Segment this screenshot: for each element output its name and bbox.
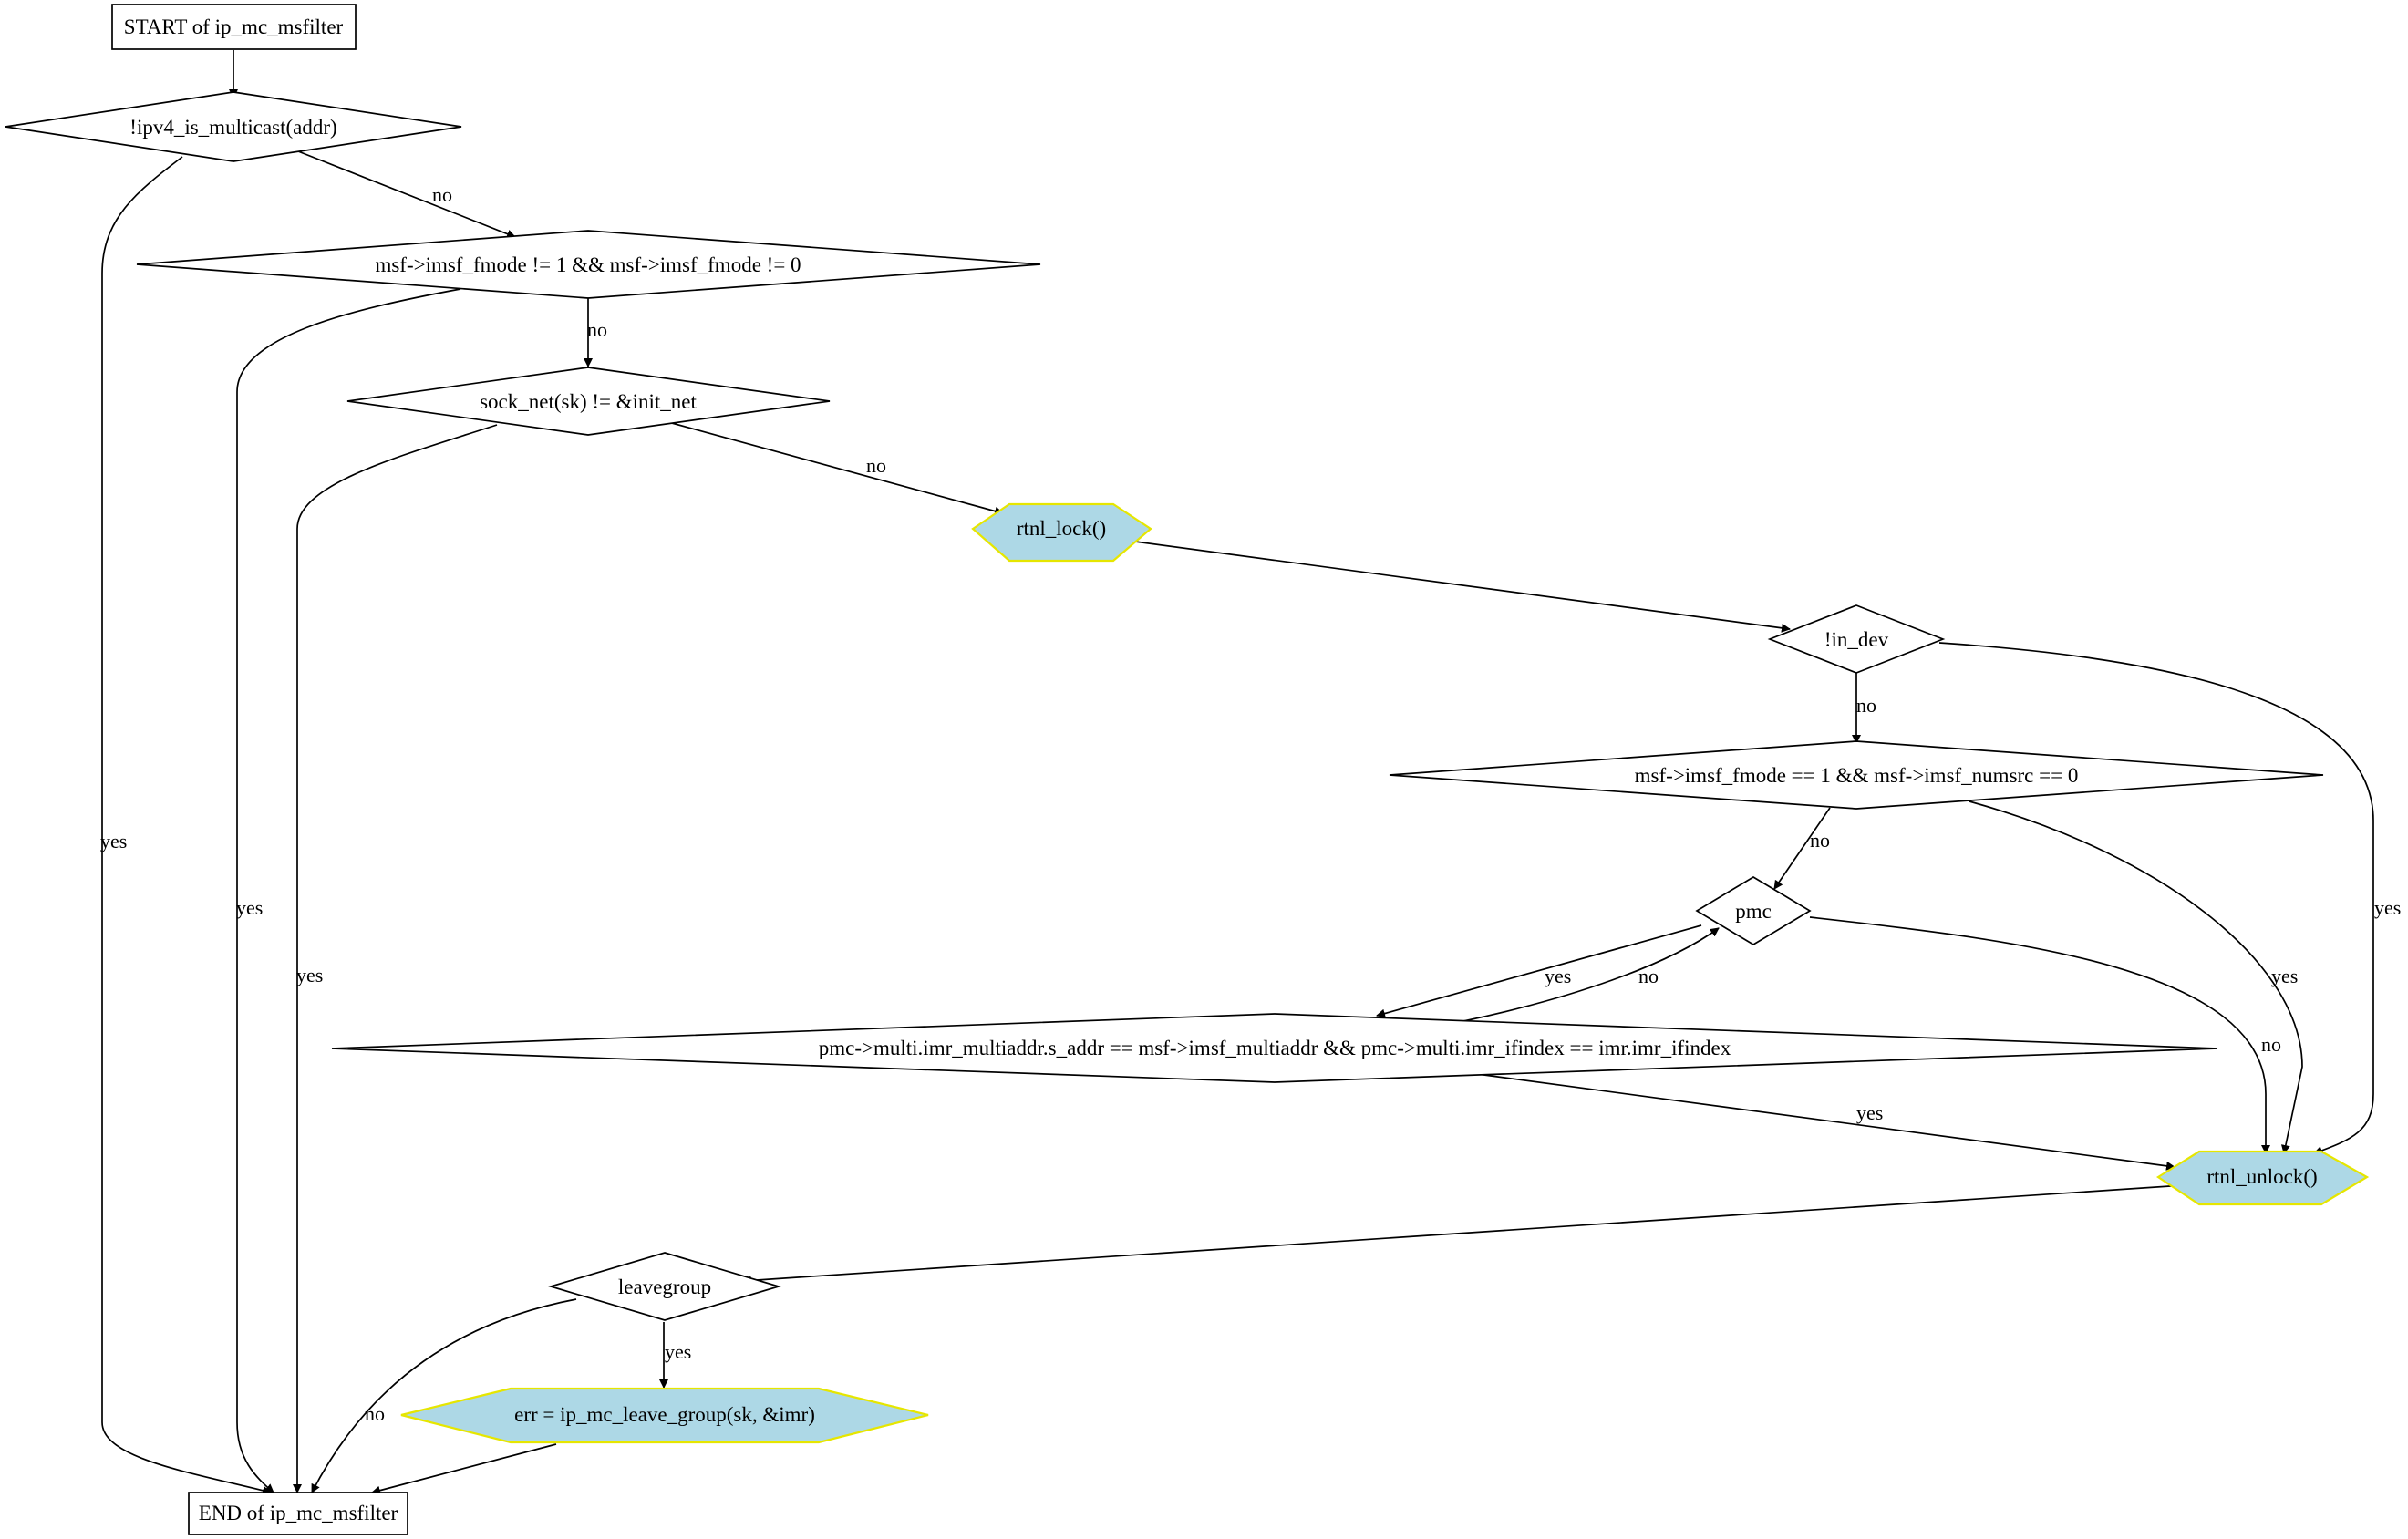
- decision-sock-net-label: sock_net(sk) != &init_net: [480, 390, 697, 413]
- nodes: START of ip_mc_msfilter !ipv4_is_multica…: [5, 4, 2370, 1535]
- end-node-label: END of ip_mc_msfilter: [199, 1502, 398, 1524]
- edge-sock-net-no-to-rtnl-lock: [667, 421, 1004, 516]
- decision-numsrc: msf->imsf_fmode == 1 && msf->imsf_numsrc…: [1389, 740, 2324, 810]
- decision-fmode-label: msf->imsf_fmode != 1 && msf->imsf_fmode …: [375, 253, 801, 276]
- decision-multicast-shape: [5, 91, 462, 162]
- decision-leavegroup-label: leavegroup: [618, 1276, 711, 1298]
- decision-multicast-label: !ipv4_is_multicast(addr): [129, 116, 336, 139]
- edge-multicast-no-to-fmode: [297, 150, 516, 239]
- edge-leavegroup-no-to-end: [311, 1298, 577, 1493]
- action-rtnl-unlock: rtnl_unlock(): [2155, 1150, 2370, 1206]
- decision-multicast: !ipv4_is_multicast(addr): [5, 91, 462, 162]
- decision-numsrc-shape: [1389, 740, 2324, 810]
- edge-sock-net-yes-to-end: [293, 424, 498, 1493]
- decision-multiaddr-shape: [331, 1013, 2218, 1083]
- start-node-box: [111, 4, 357, 50]
- start-node-label: START of ip_mc_msfilter: [124, 15, 344, 38]
- decision-pmc-label: pmc: [1735, 900, 1772, 923]
- decision-multiaddr: pmc->multi.imr_multiaddr.s_addr == msf->…: [331, 1013, 2218, 1083]
- edge-label-pmc-yes: yes: [1545, 965, 1571, 987]
- edge-leave-group-to-end: [371, 1443, 557, 1495]
- edge-label-numsrc-no: no: [1810, 829, 1830, 852]
- decision-sock-net-shape: [346, 367, 831, 436]
- edge-labels: yes no yes no yes no no yes no yes yes n…: [100, 183, 2401, 1425]
- end-node-box: [188, 1492, 408, 1535]
- edge-label-sock-net-yes: yes: [296, 964, 323, 986]
- edge-label-multicast-yes: yes: [100, 830, 127, 852]
- edge-rtnl-lock-to-in-dev: [1134, 541, 1791, 633]
- edge-fmode-yes-to-end: [236, 288, 461, 1493]
- edge-label-multiaddr-yes: yes: [1856, 1101, 1883, 1124]
- decision-pmc-shape: [1695, 876, 1812, 945]
- decision-leavegroup: leavegroup: [548, 1252, 781, 1321]
- edge-label-pmc-no: no: [2261, 1033, 2281, 1056]
- edges: [101, 50, 2374, 1495]
- edge-multicast-yes-to-end: [101, 156, 272, 1495]
- decision-leavegroup-shape: [548, 1252, 781, 1321]
- edge-label-sock-net-no: no: [866, 454, 886, 477]
- edge-pmc-no-to-rtnl-unlock: [1809, 916, 2270, 1154]
- decision-in-dev-shape: [1767, 604, 1946, 674]
- edge-in-dev-yes-to-rtnl-unlock: [1938, 642, 2374, 1155]
- end-node: END of ip_mc_msfilter: [188, 1492, 408, 1535]
- decision-numsrc-label: msf->imsf_fmode == 1 && msf->imsf_numsrc…: [1635, 764, 2079, 787]
- decision-in-dev-label: !in_dev: [1824, 628, 1889, 651]
- action-rtnl-lock: rtnl_lock(): [971, 502, 1152, 563]
- edge-label-in-dev-no: no: [1856, 694, 1876, 717]
- edge-label-leavegroup-no: no: [365, 1402, 385, 1425]
- decision-sock-net: sock_net(sk) != &init_net: [346, 367, 831, 436]
- edge-label-fmode-no: no: [587, 318, 607, 341]
- action-leave-group-shape: [400, 1387, 929, 1444]
- edge-rtnl-unlock-to-leavegroup: [742, 1184, 2185, 1286]
- edge-multiaddr-no-to-pmc: [1462, 927, 1720, 1022]
- start-node: START of ip_mc_msfilter: [111, 4, 357, 50]
- edge-pmc-yes-to-multiaddr: [1376, 924, 1702, 1018]
- action-rtnl-unlock-shape: [2155, 1150, 2370, 1206]
- action-leave-group: err = ip_mc_leave_group(sk, &imr): [400, 1387, 929, 1444]
- edge-label-multiaddr-no: no: [1638, 965, 1659, 987]
- action-rtnl-lock-shape: [971, 502, 1152, 563]
- decision-in-dev: !in_dev: [1767, 604, 1946, 674]
- decision-fmode-shape: [136, 230, 1041, 299]
- edge-label-leavegroup-yes: yes: [665, 1340, 691, 1363]
- edge-label-numsrc-yes: yes: [2271, 965, 2298, 987]
- action-rtnl-lock-label: rtnl_lock(): [1017, 517, 1106, 540]
- edge-multiaddr-yes-to-rtnl-unlock: [1476, 1073, 2175, 1171]
- action-rtnl-unlock-label: rtnl_unlock(): [2206, 1165, 2317, 1188]
- action-leave-group-label: err = ip_mc_leave_group(sk, &imr): [514, 1403, 815, 1426]
- edge-label-fmode-yes: yes: [236, 896, 263, 919]
- edge-label-in-dev-yes: yes: [2374, 896, 2401, 919]
- decision-pmc: pmc: [1695, 876, 1812, 945]
- decision-fmode: msf->imsf_fmode != 1 && msf->imsf_fmode …: [136, 230, 1041, 299]
- edge-label-multicast-no: no: [432, 183, 452, 206]
- edge-numsrc-no-to-pmc: [1773, 807, 1831, 890]
- edge-numsrc-yes-to-rtnl-unlock: [1969, 800, 2303, 1154]
- decision-multiaddr-label: pmc->multi.imr_multiaddr.s_addr == msf->…: [819, 1037, 1731, 1059]
